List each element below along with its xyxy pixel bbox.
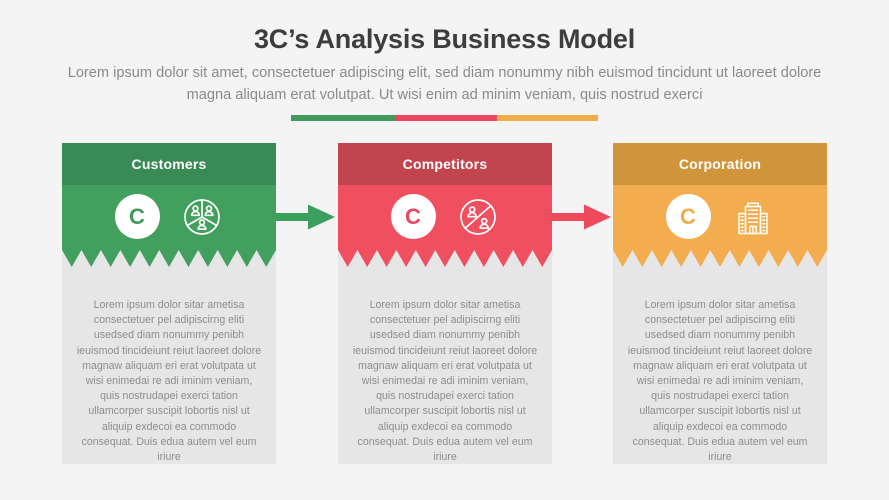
card-customers-zigzag-edge: [62, 250, 276, 267]
card-customers[interactable]: Customers C: [62, 143, 276, 464]
competition-divide-icon: [456, 195, 500, 239]
card-corporation-zigzag-edge: [613, 250, 827, 267]
card-corporation[interactable]: Corporation C: [613, 143, 827, 464]
card-customers-title: Customers: [131, 156, 207, 172]
card-competitors-color-block: Competitors C: [338, 143, 552, 267]
card-competitors-description: Lorem ipsum dolor sitar ametisa consecte…: [352, 299, 538, 464]
card-competitors-letter: C: [405, 203, 421, 229]
card-competitors-badge-row: C: [338, 185, 552, 250]
card-customers-letter: C: [129, 203, 145, 229]
card-corporation-badge-row: C: [613, 185, 827, 250]
page-subtitle: Lorem ipsum dolor sit amet, consectetuer…: [67, 65, 822, 103]
card-customers-letter-badge: C: [114, 194, 160, 239]
card-customers-header: Customers: [62, 143, 276, 185]
card-competitors-zigzag-edge: [338, 250, 552, 267]
market-segments-icon: [180, 195, 224, 239]
divider-segment-competitors: [395, 115, 497, 121]
office-building-icon: [731, 195, 775, 239]
arrow-competitors-to-corporation: [550, 202, 612, 232]
divider-segment-customers: [291, 115, 396, 121]
card-corporation-letter-badge: C: [665, 194, 711, 239]
card-competitors[interactable]: Competitors C: [338, 143, 552, 464]
card-customers-description: Lorem ipsum dolor sitar ametisa consecte…: [76, 299, 262, 464]
card-corporation-color-block: Corporation C: [613, 143, 827, 267]
card-corporation-description: Lorem ipsum dolor sitar ametisa consecte…: [627, 299, 813, 464]
card-competitors-header: Competitors: [338, 143, 552, 185]
card-corporation-letter: C: [680, 203, 696, 229]
page-title: 3C’s Analysis Business Model: [253, 24, 636, 54]
divider-segment-corporation: [496, 115, 598, 121]
card-customers-badge-row: C: [62, 185, 276, 250]
card-corporation-header: Corporation: [613, 143, 827, 185]
arrow-customers-to-competitors: [274, 202, 336, 232]
card-corporation-title: Corporation: [678, 156, 762, 172]
card-customers-color-block: Customers C: [62, 143, 276, 267]
card-competitors-title: Competitors: [402, 156, 488, 172]
tricolor-divider: [291, 115, 598, 121]
card-competitors-letter-badge: C: [390, 194, 436, 239]
